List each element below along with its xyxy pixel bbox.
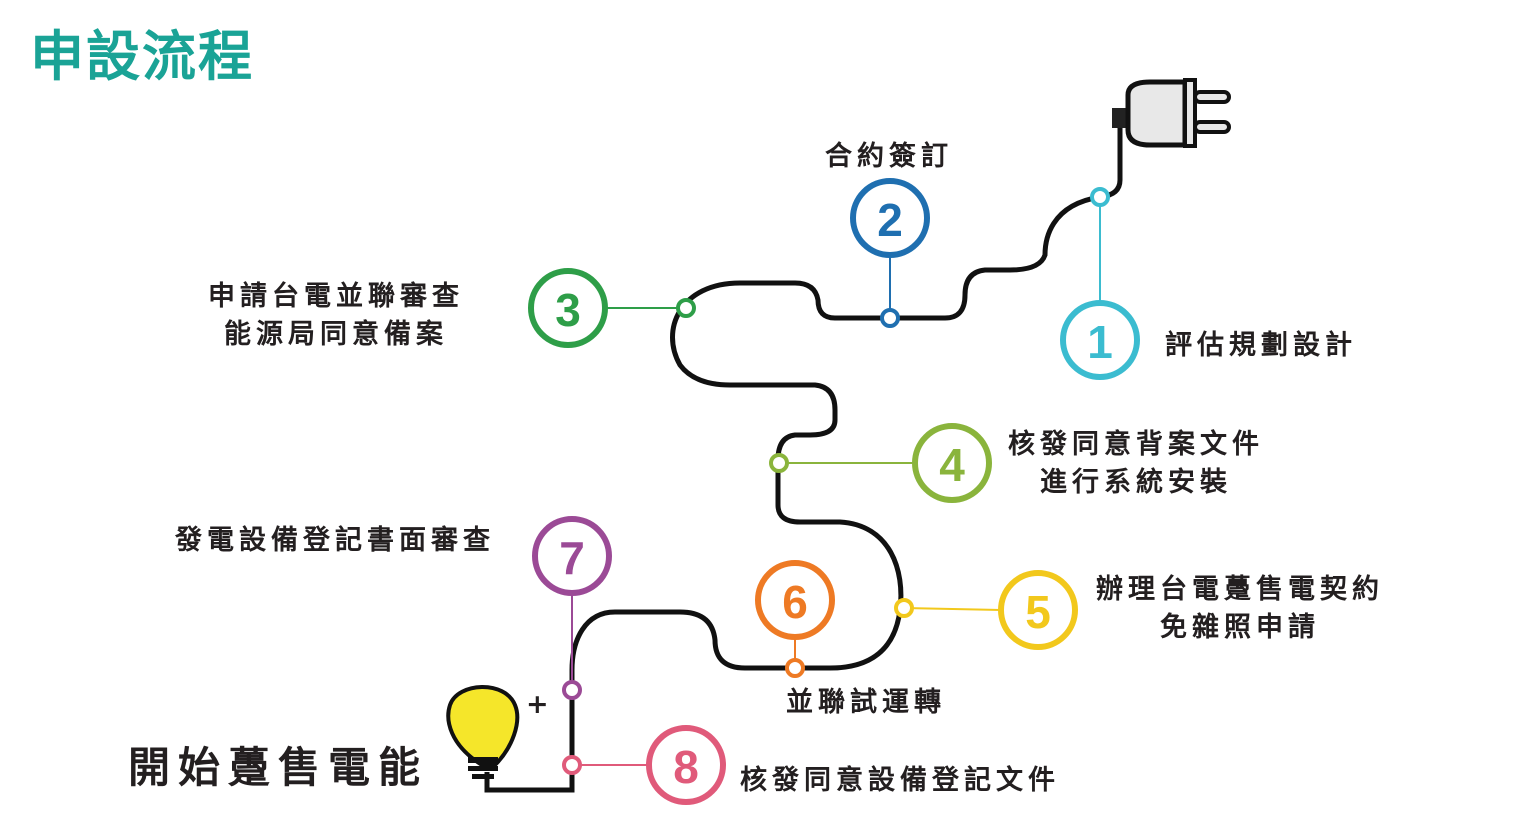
step-7-number: 7 bbox=[559, 532, 585, 584]
step-8-badge bbox=[646, 725, 726, 805]
step-7-label: 發電設備登記書面審查 bbox=[175, 525, 495, 556]
step-4-badge bbox=[912, 423, 992, 503]
step-6-label: 並聯試運轉 bbox=[786, 687, 946, 718]
step-3-badge bbox=[528, 268, 608, 348]
step-2-badge bbox=[850, 178, 930, 258]
step-7-badge bbox=[532, 516, 612, 596]
step-4-label: 核發同意背案文件進行系統安裝 bbox=[1008, 429, 1264, 498]
step-5-node bbox=[894, 598, 914, 618]
step-2-label: 合約簽訂 bbox=[825, 141, 953, 172]
step-6-number: 6 bbox=[782, 576, 808, 628]
step-5-label: 辦理台電躉售電契約免雜照申請 bbox=[1096, 574, 1384, 643]
step-2-node bbox=[880, 308, 900, 328]
step-5-number: 5 bbox=[1025, 586, 1051, 638]
step-4-number: 4 bbox=[939, 439, 965, 491]
step-3-node bbox=[676, 298, 696, 318]
step-5-badge bbox=[998, 570, 1078, 650]
step-1-node bbox=[1090, 187, 1110, 207]
plus-sign: + bbox=[526, 689, 549, 720]
final-label: 開始躉售電能 bbox=[128, 743, 429, 792]
step-1-label: 評估規劃設計 bbox=[1165, 330, 1357, 361]
step-8-number: 8 bbox=[673, 741, 699, 793]
step-7-node bbox=[562, 680, 582, 700]
step-1-badge bbox=[1060, 300, 1140, 380]
step-4-node bbox=[769, 453, 789, 473]
step-8-label: 核發同意設備登記文件 bbox=[740, 765, 1060, 796]
step-6-badge bbox=[755, 560, 835, 640]
step-6-node bbox=[785, 658, 805, 678]
step-8-node bbox=[562, 755, 582, 775]
step-5-connector bbox=[903, 607, 1002, 611]
plug-icon bbox=[1112, 78, 1231, 148]
cable-path bbox=[484, 115, 1123, 793]
step-1-number: 1 bbox=[1087, 316, 1113, 368]
lightbulb-icon bbox=[446, 685, 520, 779]
step-3-label: 申請台電並聯審查能源局同意備案 bbox=[208, 281, 464, 350]
page-title: 申設流程 bbox=[30, 25, 254, 88]
step-2-number: 2 bbox=[877, 194, 903, 246]
step-3-number: 3 bbox=[555, 284, 581, 336]
